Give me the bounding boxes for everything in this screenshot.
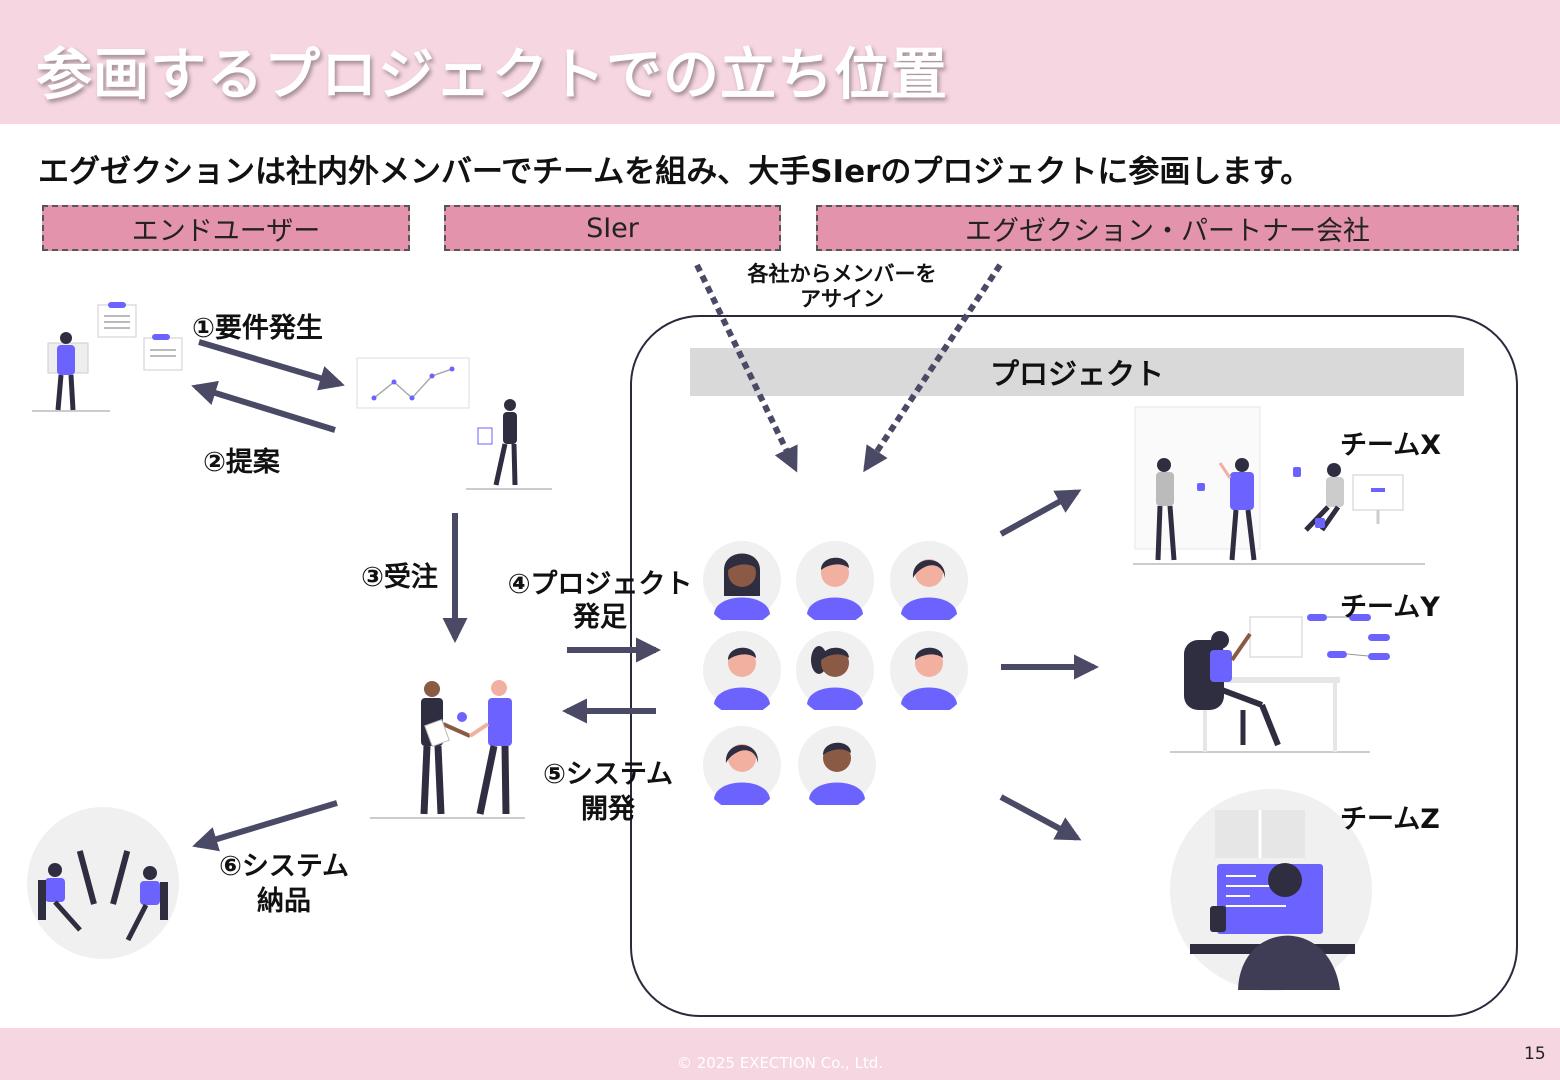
member-avatar-icon [703, 631, 781, 710]
step-delivery-line1: ⑥システム [218, 851, 350, 882]
step-proposal: ②提案 [203, 447, 280, 478]
arrow-team-z [999, 794, 1082, 841]
member-avatar-icon [798, 726, 876, 805]
category-sier: SIer [444, 205, 781, 251]
chart-card-illustration [356, 357, 470, 409]
step-delivery: ⑥システム 納品 [204, 849, 364, 919]
footer-band [0, 1028, 1560, 1080]
member-avatar-icon [796, 541, 874, 620]
arrow-requirement [198, 339, 345, 391]
member-avatar-icon [796, 631, 874, 710]
assign-arrow-left [694, 263, 798, 473]
team-y-label: チームY [1340, 592, 1440, 623]
step-project-start-line2: 発足 [573, 602, 627, 633]
assign-note-line2: アサイン [800, 287, 884, 311]
assign-arrow-right [863, 263, 1003, 473]
delivery-illustration [27, 807, 179, 959]
category-end-user: エンドユーザー [42, 205, 410, 251]
arrow-delivery [192, 800, 338, 852]
subtitle: エグゼクションは社内外メンバーでチームを組み、大手SIerのプロジェクトに参画し… [38, 154, 1312, 190]
arrow-team-x [999, 489, 1082, 537]
handshake-illustration [370, 680, 525, 819]
step-requirement: ①要件発生 [192, 313, 323, 344]
category-partner: エグゼクション・パートナー会社 [816, 205, 1519, 251]
step-delivery-line2: 納品 [257, 886, 311, 917]
step-development-line1: ⑤システム [542, 759, 674, 790]
team-x-label: チームX [1340, 430, 1442, 461]
step-development-line2: 開発 [581, 794, 635, 825]
team-z-illustration [1170, 789, 1372, 991]
team-y-illustration [1170, 614, 1390, 753]
step-development: ⑤システム 開発 [528, 757, 688, 827]
end-user-illustration [32, 302, 183, 412]
member-avatar-icon [890, 541, 968, 620]
project-container [630, 315, 1518, 1017]
step-order: ③受注 [361, 562, 438, 593]
team-x-illustration [1133, 406, 1425, 565]
arrow-proposal [191, 380, 336, 433]
team-z-label: チームZ [1340, 804, 1440, 835]
assign-note: 各社からメンバーを アサイン [742, 262, 942, 312]
member-avatar-icon [703, 541, 781, 620]
step-project-start: ④プロジェクト 発足 [500, 568, 700, 634]
page-number: 15 [1524, 1044, 1546, 1064]
sier-person-illustration [466, 399, 552, 490]
step-project-start-line1: ④プロジェクト [507, 569, 693, 600]
copyright: © 2025 EXECTION Co., Ltd. [676, 1054, 883, 1072]
header-band [0, 0, 1560, 124]
assign-note-line1: 各社からメンバーを [747, 262, 937, 286]
member-avatar-icon [703, 726, 781, 805]
project-title: プロジェクト [690, 348, 1464, 396]
page-title: 参画するプロジェクトでの立ち位置 [36, 43, 948, 108]
member-avatar-icon [890, 631, 968, 710]
